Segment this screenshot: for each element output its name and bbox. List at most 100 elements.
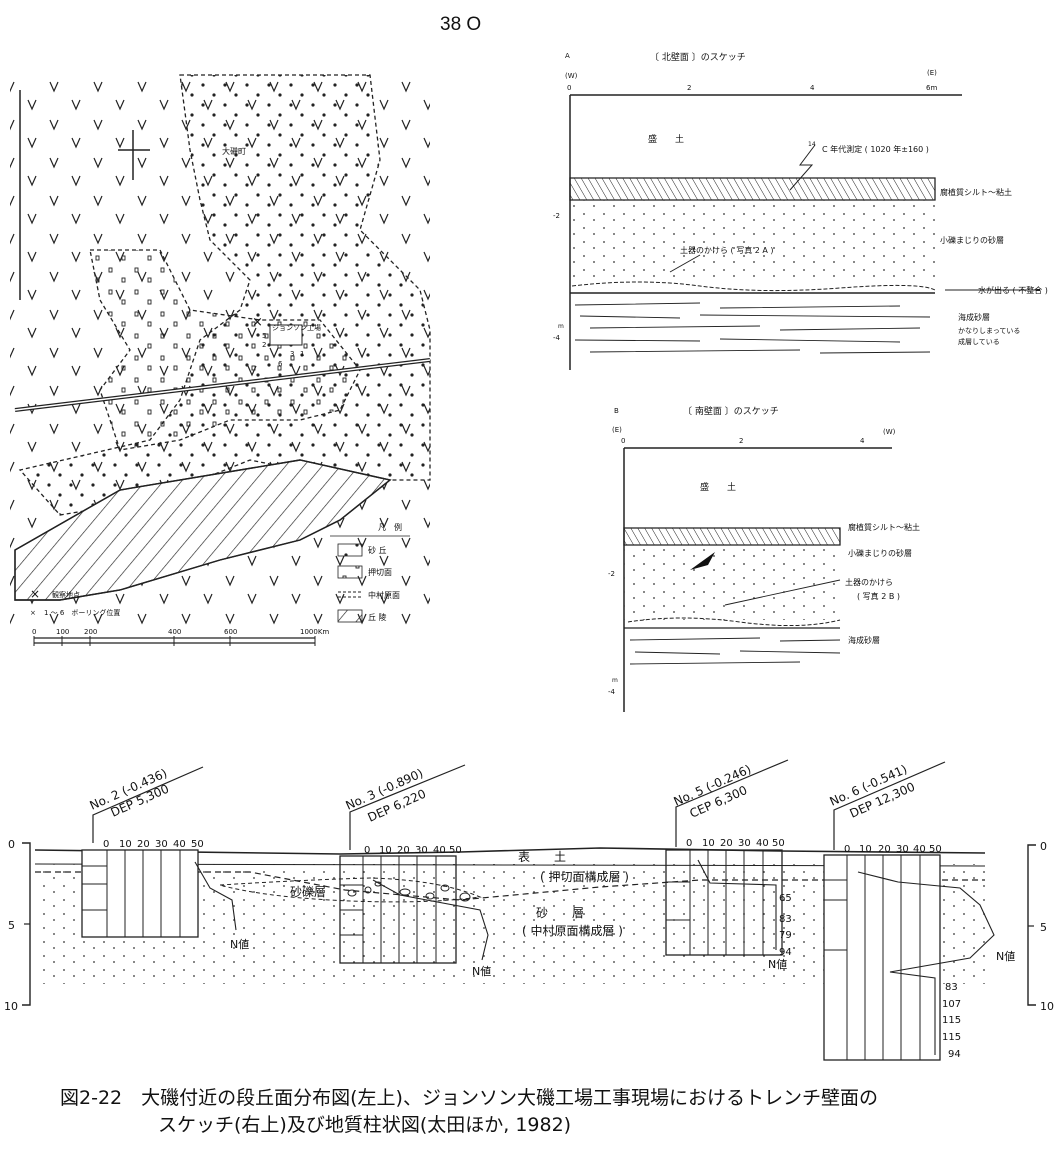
no3-scale-50: 50 [449,845,462,856]
no5-n-label: N値 [768,958,787,971]
figure-caption: 図2-22 大磯付近の段丘面分布図(左上)、ジョンソン大磯工場工事現場におけるト… [60,1085,878,1139]
north-y-tick-2: -2 [553,212,560,220]
north-layer-marine: 海成砂層 [958,312,990,322]
no6-value-2: 107 [942,999,961,1010]
no5-scale-50: 50 [772,838,785,849]
scale-tick-0: 0 [32,628,36,636]
no2-scale-10: 10 [119,839,132,850]
depth-tick-right-0: 0 [1040,840,1047,853]
terrace-map: 大磯町 ジョンソン工場 × 5 2 3 1 6 凡 例 砂 丘 押切面 中村原面… [10,74,431,646]
boring-mark-icon: × [30,609,36,617]
north-note-2: 成層している [958,337,1000,346]
legend-swatch-oshikiri [337,565,363,579]
no3-n-curve [372,879,489,961]
no2-scale-20: 20 [137,839,150,850]
no3-scale-20: 20 [397,845,410,856]
north-x-tick-2: 2 [687,84,691,92]
map-hill-region [14,459,392,601]
north-arrow-icon [118,130,150,180]
map-place-label: 大磯町 [222,146,246,156]
no6-scale-40: 40 [913,844,926,855]
north-layer-water: 水が出る ( 不整合 ) [978,285,1048,295]
south-title: 〔 南壁面 〕のスケッチ [683,405,779,417]
map-legend: 凡 例 砂 丘 押切面 中村原面 丘 陵 [330,522,410,623]
no3-scale-0: 0 [364,845,370,856]
no6-scale-30: 30 [896,844,909,855]
depth-scale-right: 0 5 10 [1027,840,1054,1013]
depth-tick-left-0: 0 [8,838,15,851]
layer-label-topsoil: 表 土 [518,850,566,864]
no6-scale-10: 10 [859,844,872,855]
north-title: 〔 北壁面 〕のスケッチ [650,51,746,63]
no5-n-curve [697,859,777,950]
no5-value-2: 83 [779,914,792,925]
south-humic-layer [623,527,841,546]
map-factory-box [269,324,303,346]
south-gravel-band [627,617,841,627]
page-number: 38 O [440,14,482,35]
no2-scale-50: 50 [191,839,204,850]
north-humic-layer [569,177,936,201]
map-boring-2: 2 [262,341,266,349]
layer-label-nakamura: ( 中村原面構成層 ) [522,923,623,938]
south-dir-right: (W) [883,428,896,436]
north-dir-left: (W) [565,72,578,80]
no2-n-label: N値 [230,938,249,951]
caption-line-2: スケッチ(右上)及び地質柱状図(太田ほか, 1982) [158,1114,572,1136]
north-gravel-band [571,281,936,292]
map-boring-4: 1 [300,350,304,358]
north-c14-label: C 年代測定 ( 1020 年±160 ) [822,144,929,154]
north-c14-sup: 14 [808,141,816,148]
no3-scale-30: 30 [415,845,428,856]
no6-value-4: 115 [942,1032,961,1043]
south-pottery-fragment-icon [690,552,715,570]
south-y-tick-4: -4 [608,688,616,696]
section-gravel-lens [219,877,482,903]
borehole-no6: No. 6 (-0.541) DEP 12,300 0 10 20 30 40 … [823,761,1015,1061]
map-boring-5: 6 [278,360,283,368]
depth-tick-right-5: 5 [1040,921,1047,934]
north-sand-layer [570,200,935,282]
section-terrace-boundary [35,871,985,901]
south-y-unit: m [612,677,618,684]
north-x-tick-4: 4 [810,84,815,92]
legend-label-oshikiri: 押切面 [368,567,392,577]
observation-point-icon: × [30,587,40,601]
north-dir-right: (E) [927,69,937,77]
layer-label-gravel: 砂礫層 [290,884,326,899]
legend-label-dune: 砂 丘 [368,545,387,555]
south-wall-sketch: B 〔 南壁面 〕のスケッチ (E) (W) 0 2 4 -2 m -4 盛 土… [608,405,920,712]
legend-swatch-hill [337,609,363,623]
no5-scale-10: 10 [702,838,715,849]
south-x-tick-2: 2 [739,437,743,445]
north-pottery-label: 土器のかけら ( 写真 2 A ) [680,245,774,255]
north-layer-sand: 小礫まじりの砂層 [940,235,1004,245]
scale-tick-600: 600 [224,628,237,636]
no2-scale-40: 40 [173,839,186,850]
legend-label-nakamura: 中村原面 [368,590,400,600]
no6-n-label: N値 [996,950,1015,963]
north-fill-label: 盛 土 [648,133,684,145]
legend-swatch-nakamura [338,591,362,598]
no2-n-curve [194,861,237,931]
legend-swatch-dune [337,543,363,557]
observation-label: 観察地点 [52,590,80,599]
no6-value-1: 83 [945,982,958,993]
south-layer-sand: 小礫まじりの砂層 [848,548,912,558]
layer-label-oshikiri: ( 押切面構成層 ) [540,870,629,884]
legend-title: 凡 例 [378,522,402,532]
boring-label: 1 ～ 6 ボーリング位置 [44,608,120,617]
caption-line-1: 図2-22 大磯付近の段丘面分布図(左上)、ジョンソン大磯工場工事現場におけるト… [60,1087,878,1109]
south-fill-label: 盛 土 [700,481,736,493]
no3-n-label: N値 [472,965,491,978]
scale-tick-100: 100 [56,628,69,636]
map-factory-label: ジョンソン工場 [272,323,321,332]
no6-value-5: 94 [948,1049,961,1060]
no6-n-curve [857,871,995,1055]
north-wall-sketch: A 〔 北壁面 〕のスケッチ (W) (E) 0 2 4 6m -2 m -4 … [553,51,1048,370]
scale-tick-1000: 1000Km [300,628,329,636]
south-dir-left: (E) [612,426,622,434]
south-x-tick-4: 4 [860,437,865,445]
depth-tick-right-10: 10 [1040,1000,1054,1013]
map-boring-1: 5 [262,332,266,340]
